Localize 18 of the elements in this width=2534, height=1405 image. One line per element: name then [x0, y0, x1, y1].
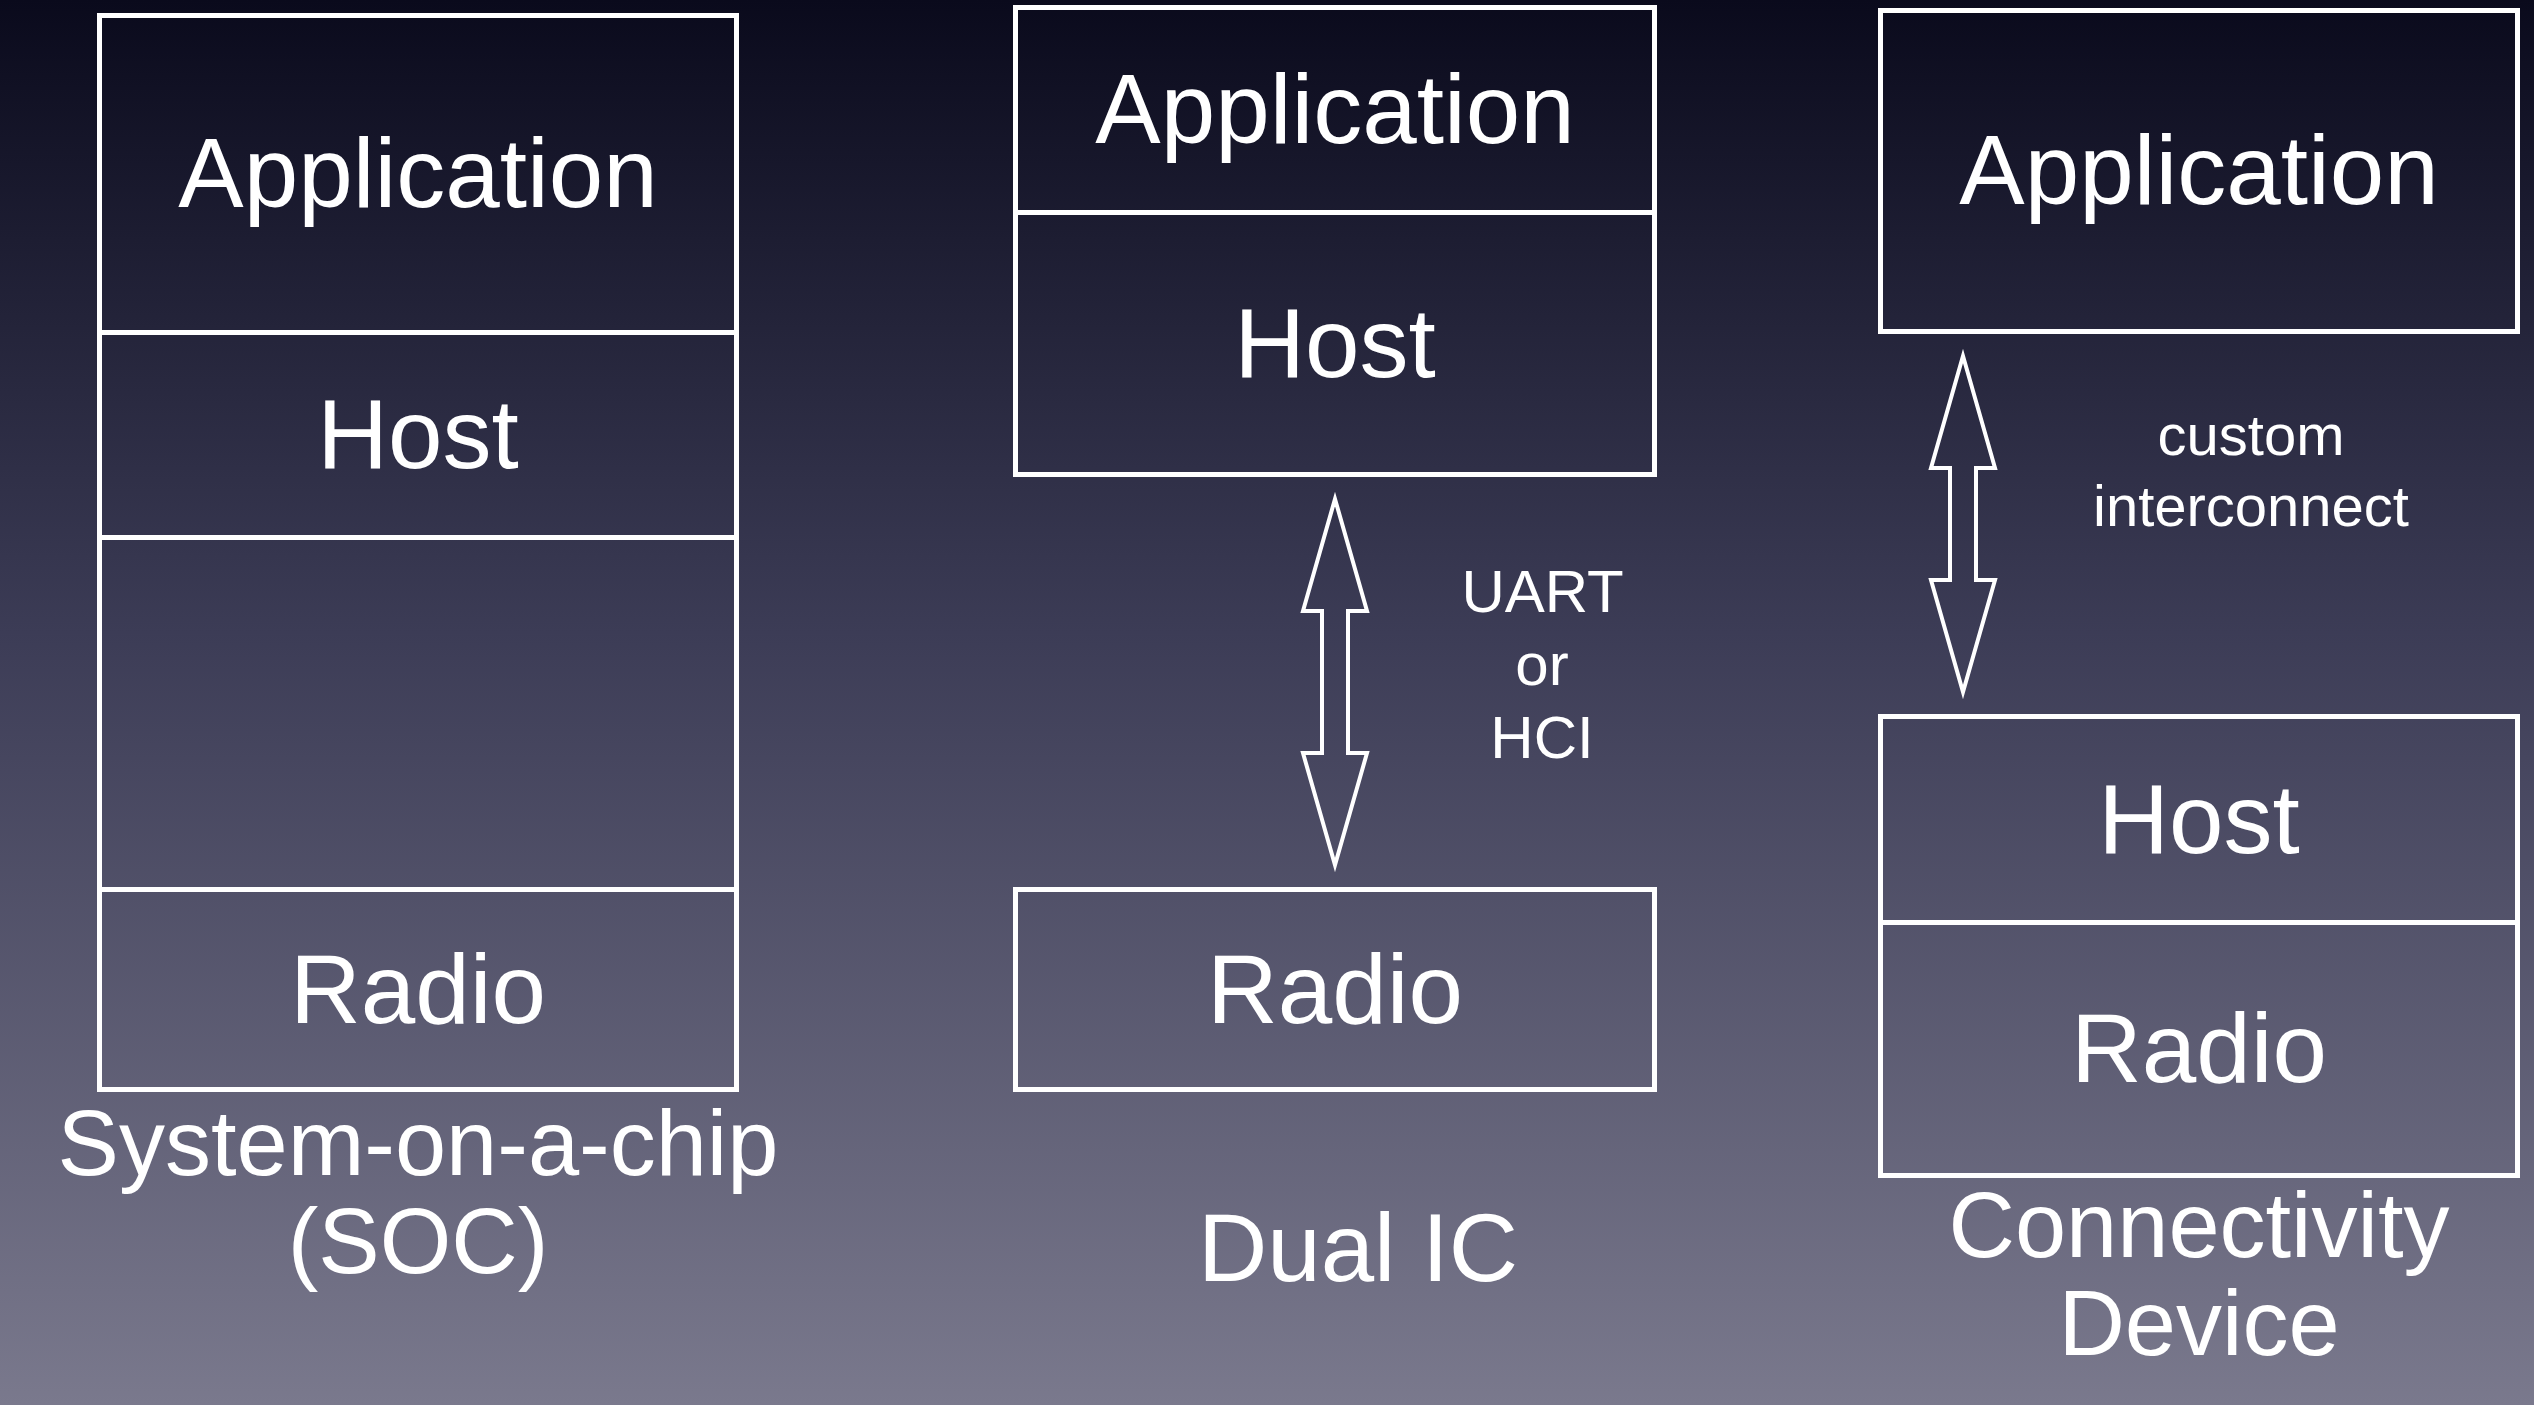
edge-label: UART or HCI [1461, 557, 1623, 774]
layer-label: Host [2098, 765, 2300, 874]
module-caption: Connectivity Device [1947, 1177, 2451, 1373]
layer-label: Application [178, 120, 658, 228]
layer-label: Application [1095, 56, 1575, 164]
double-arrow [1928, 348, 1998, 700]
layer-label: Radio [2070, 995, 2328, 1103]
edge-label: custom interconnect [2093, 401, 2409, 540]
layer-box [1013, 887, 1657, 1092]
layer-label: Radio [289, 935, 547, 1044]
column-caption: Dual IC [1197, 1193, 1519, 1303]
layer-label: Host [317, 381, 519, 489]
double-arrow [1300, 491, 1370, 873]
layer-label: Host [1234, 289, 1436, 398]
module-caption: System-on-a-chip (SOC) [56, 1095, 780, 1291]
layer-label: Radio [1206, 935, 1464, 1044]
layer-label: Application [1959, 117, 2439, 225]
layer-box [1878, 8, 2520, 334]
